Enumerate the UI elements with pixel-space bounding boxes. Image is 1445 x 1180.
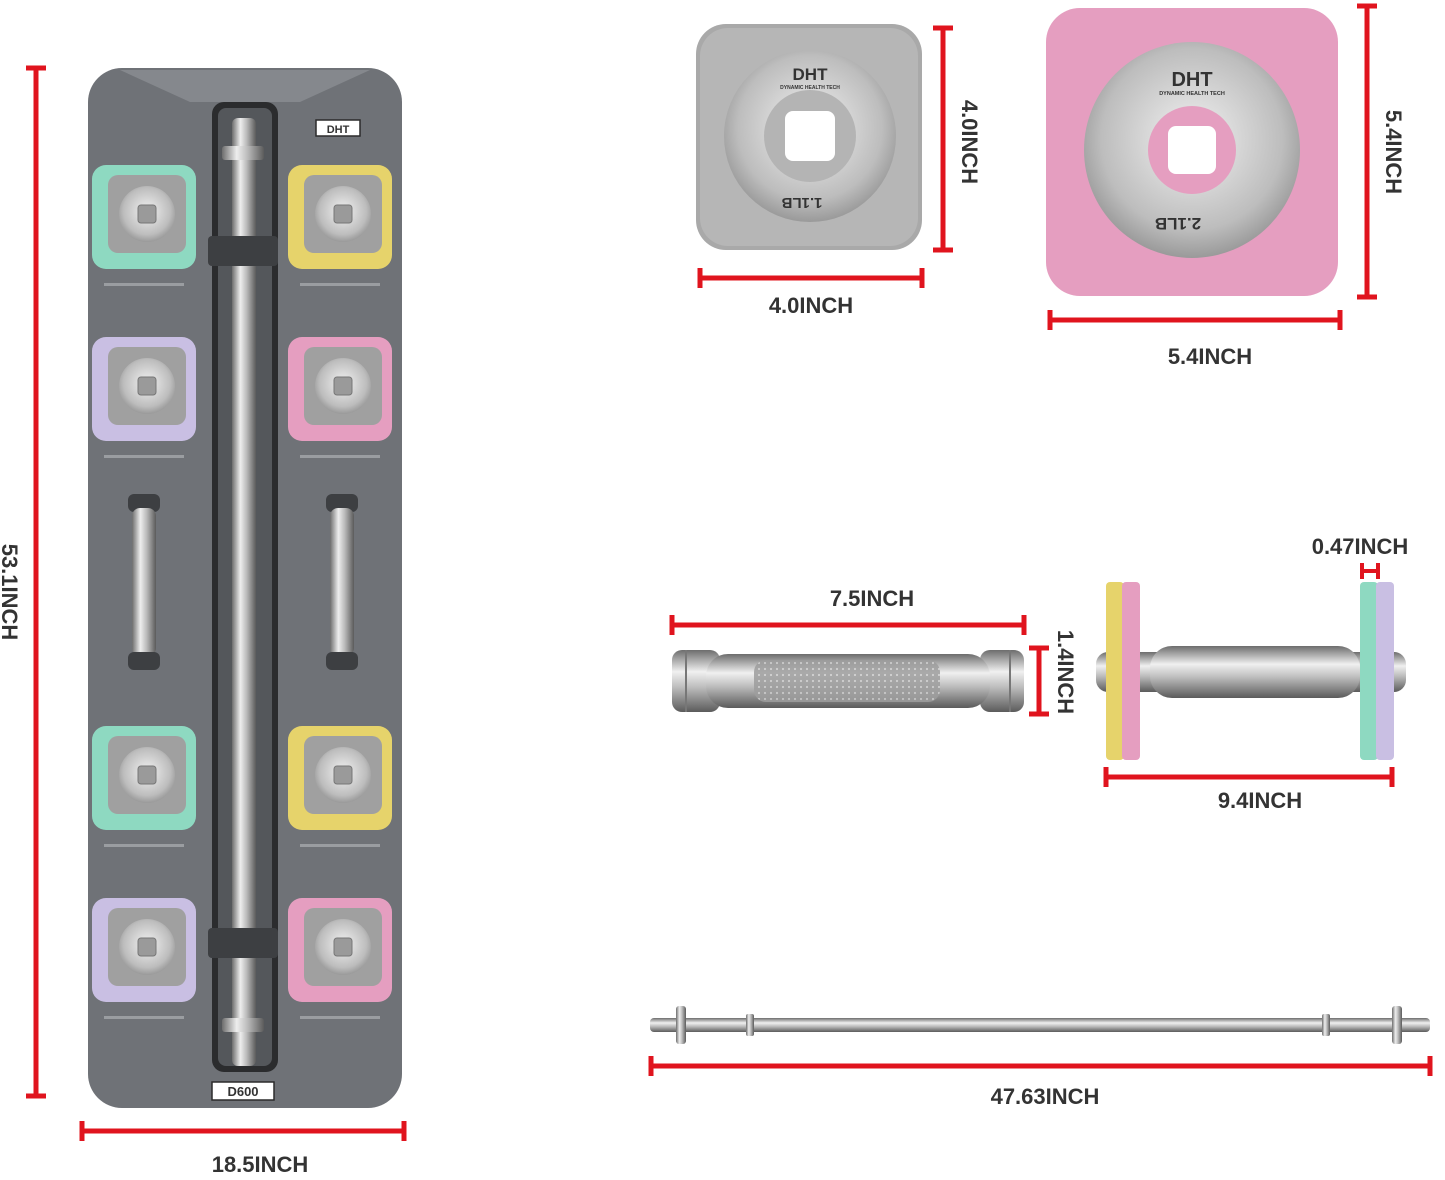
board-plate-mint-1 (92, 165, 196, 286)
small-plate-width-dimension (697, 268, 925, 288)
storage-board: DHT D600 (88, 68, 402, 1108)
model-badge (211, 1081, 275, 1101)
board-plate-yellow-2 (288, 726, 392, 847)
handle-length-dimension (669, 615, 1027, 635)
barbell-length-label: 47.63INCH (991, 1084, 1100, 1109)
large-plate-height-label: 5.4INCH (1381, 110, 1406, 194)
dumbbell-length-label: 9.4INCH (1218, 788, 1302, 813)
board-height-dimension (26, 65, 46, 1099)
stored-handle-left-icon (128, 494, 160, 670)
barbell (650, 1006, 1430, 1044)
stored-barbell-icon (232, 118, 256, 1066)
board-width-label: 18.5INCH (212, 1152, 309, 1177)
barbell-length-dimension (648, 1056, 1433, 1076)
board-top-bevel (120, 70, 370, 102)
handle (672, 650, 1024, 712)
large-plate-height-dimension (1357, 3, 1377, 300)
assembled-dumbbell (1096, 582, 1406, 760)
large-plate-width-dimension (1047, 310, 1343, 330)
large-plate-width-label: 5.4INCH (1168, 344, 1252, 369)
board-plate-pink-2 (288, 898, 392, 1019)
board-height-label: 53.1INCH (0, 544, 22, 641)
model-label: D600 (227, 1084, 258, 1099)
board-plate-lavender-2 (92, 898, 196, 1019)
small-plate-height-dimension (933, 25, 953, 253)
small-plate-height-label: 4.0INCH (957, 100, 982, 184)
large-plate-logo: DHT (1171, 69, 1212, 91)
small-plate: DHT DYNAMIC HEALTH TECH 1.1LB (696, 24, 922, 250)
board-plates (92, 165, 392, 1019)
large-plate-tagline: DYNAMIC HEALTH TECH (1159, 91, 1225, 97)
board-logo (315, 119, 361, 137)
plate-thickness-dimension (1360, 563, 1380, 579)
handle-diameter-label: 1.4INCH (1053, 630, 1078, 714)
board-plate-lavender-1 (92, 337, 196, 458)
small-plate-width-label: 4.0INCH (769, 293, 853, 318)
large-plate: DHT DYNAMIC HEALTH TECH 2.1LB (1046, 8, 1338, 296)
svg-text:DHT: DHT (327, 124, 350, 136)
board-handles (128, 494, 358, 670)
handle-diameter-dimension (1029, 645, 1049, 717)
small-plate-tagline: DYNAMIC HEALTH TECH (780, 85, 840, 91)
board-width-dimension (79, 1121, 407, 1141)
handle-length-label: 7.5INCH (830, 586, 914, 611)
stored-handle-right-icon (326, 494, 358, 670)
small-plate-logo: DHT (793, 65, 829, 84)
board-plate-pink-1 (288, 337, 392, 458)
small-plate-weight: 1.1LB (781, 194, 822, 211)
plate-thickness-label: 0.47INCH (1312, 534, 1409, 559)
board-plate-mint-2 (92, 726, 196, 847)
dumbbell-length-dimension (1103, 767, 1395, 787)
board-plate-yellow-1 (288, 165, 392, 286)
large-plate-weight: 2.1LB (1155, 214, 1201, 233)
